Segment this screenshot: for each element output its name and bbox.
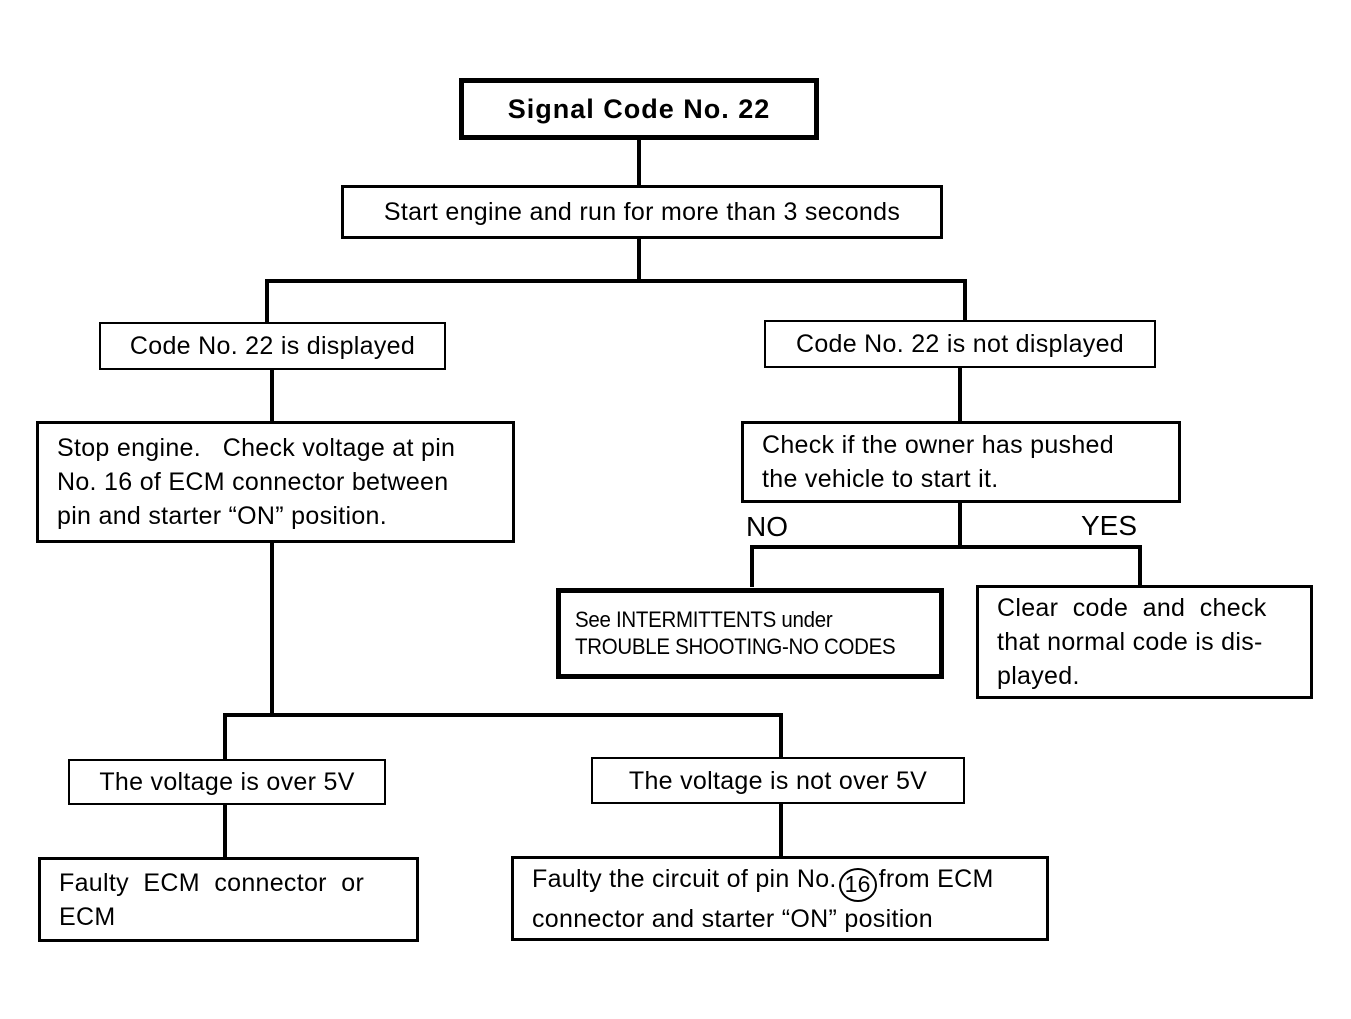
connector-voltnotover-to-result (779, 803, 783, 858)
node-faulty-ecm-line1: Faulty ECM connector or (59, 868, 365, 897)
node-voltage-over: The voltage is over 5V (68, 759, 386, 805)
node-faulty-circuit-prefix: Faulty the circuit of pin No. (532, 864, 837, 893)
connector-voltage-split-right (779, 713, 783, 759)
node-faulty-circuit-line2: connector and starter “ON” position (532, 904, 933, 933)
connector-owner-down (958, 500, 962, 547)
edge-label-yes: YES (1081, 510, 1138, 541)
node-code-not-displayed: Code No. 22 is not displayed (764, 320, 1156, 368)
node-check-voltage-line1: Stop engine. Check voltage at pin (57, 434, 456, 462)
node-voltage-not-over: The voltage is not over 5V (591, 757, 965, 804)
connector-split-right-drop (963, 279, 967, 323)
connector-notdisplayed-to-owner (958, 366, 962, 422)
node-clear-code-line3: played. (997, 662, 1080, 690)
node-code-displayed-label: Code No. 22 is displayed (129, 332, 416, 360)
connector-noyes-bar (750, 545, 1142, 549)
connector-no-drop (750, 545, 754, 587)
node-check-voltage: Stop engine. Check voltage at pin No. 16… (36, 421, 515, 543)
node-intermittents-text: See INTERMITTENTS under TROUBLE SHOOTING… (561, 607, 939, 660)
connector-voltage-split-bar (223, 713, 783, 717)
connector-split-bar-top (265, 279, 967, 283)
node-step1-label: Start engine and run for more than 3 sec… (383, 198, 901, 226)
node-step1: Start engine and run for more than 3 sec… (341, 185, 943, 239)
node-check-voltage-line2: No. 16 of ECM connector between (57, 468, 449, 496)
connector-split-left-drop (265, 279, 269, 323)
node-intermittents: See INTERMITTENTS under TROUBLE SHOOTING… (556, 588, 944, 679)
connector-voltage-down (270, 541, 274, 717)
node-clear-code-line2: that normal code is dis- (997, 628, 1263, 656)
node-code-not-displayed-label: Code No. 22 is not displayed (795, 330, 1125, 358)
node-start: Signal Code No. 22 (459, 78, 819, 140)
node-code-displayed: Code No. 22 is displayed (99, 322, 446, 370)
node-intermittents-line2: TROUBLE SHOOTING-NO CODES (575, 633, 896, 659)
node-start-label: Signal Code No. 22 (507, 93, 771, 124)
node-faulty-ecm: Faulty ECM connector or ECM (38, 857, 419, 942)
node-intermittents-line1: See INTERMITTENTS under (575, 607, 833, 633)
connector-voltover-to-result (223, 803, 227, 858)
node-voltage-not-over-label: The voltage is not over 5V (628, 766, 928, 795)
pin-number-circle: 16 (838, 867, 877, 902)
node-voltage-over-label: The voltage is over 5V (99, 768, 355, 796)
connector-displayed-to-voltage (270, 368, 274, 422)
connector-voltage-split-left (223, 713, 227, 759)
node-check-owner: Check if the owner has pushed the vehicl… (741, 421, 1181, 503)
connector-start-to-step1 (637, 138, 641, 185)
node-check-voltage-line3: pin and starter “ON” position. (57, 502, 387, 530)
connector-step1-down (637, 237, 641, 281)
node-clear-code: Clear code and check that normal code is… (976, 585, 1313, 699)
connector-yes-drop (1138, 545, 1142, 585)
node-faulty-ecm-line2: ECM (59, 902, 116, 931)
node-faulty-ecm-text: Faulty ECM connector or ECM (41, 866, 416, 934)
node-clear-code-line1: Clear code and check (997, 594, 1267, 622)
edge-label-no: NO (746, 511, 788, 542)
node-check-owner-line1: Check if the owner has pushed (762, 431, 1114, 459)
node-clear-code-text: Clear code and check that normal code is… (979, 591, 1310, 693)
node-check-owner-text: Check if the owner has pushed the vehicl… (744, 428, 1178, 496)
node-faulty-circuit-suffix: from ECM (878, 864, 994, 893)
node-check-owner-line2: the vehicle to start it. (762, 465, 999, 493)
node-check-voltage-text: Stop engine. Check voltage at pin No. 16… (39, 431, 512, 533)
